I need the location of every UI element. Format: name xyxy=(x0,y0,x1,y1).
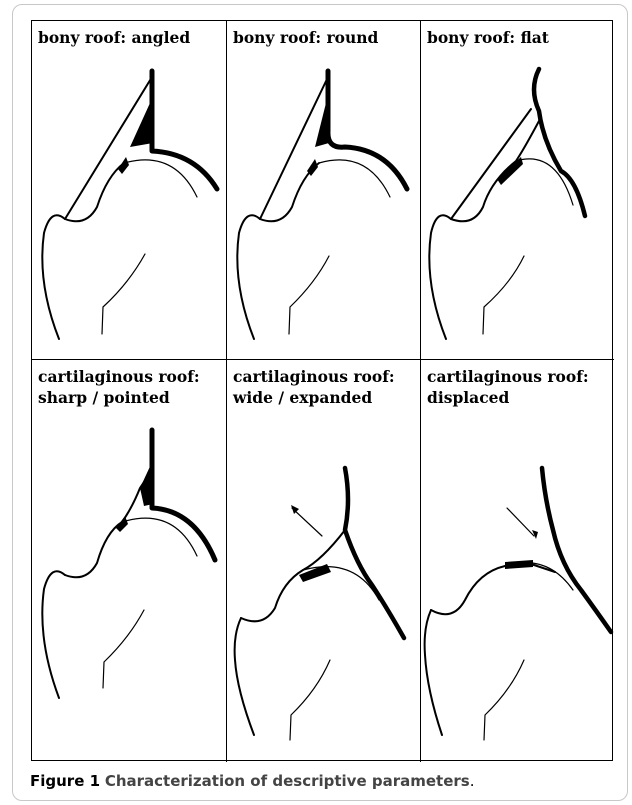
figure-number: Figure 1 xyxy=(30,772,100,790)
figure-caption: Figure 1 Characterization of descriptive… xyxy=(30,772,474,790)
panel-label: cartilaginous roof: sharp / pointed xyxy=(38,366,200,408)
panel-label: bony roof: angled xyxy=(38,27,190,48)
hip-joint-wide-drawing xyxy=(227,360,421,762)
panel-label: cartilaginous roof: displaced xyxy=(427,366,589,408)
panel-label: cartilaginous roof: wide / expanded xyxy=(233,366,395,408)
panel-label: bony roof: round xyxy=(233,27,378,48)
figure-caption-text: Characterization of descriptive paramete… xyxy=(105,772,470,790)
panel-label: bony roof: flat xyxy=(427,27,549,48)
hip-joint-round-drawing xyxy=(227,21,421,360)
caption-period: . xyxy=(470,772,475,790)
panel-cartilaginous-roof-displaced: cartilaginous roof: displaced xyxy=(421,360,614,762)
hip-joint-displaced-drawing xyxy=(421,360,614,762)
panel-bony-roof-flat: bony roof: flat xyxy=(421,21,614,360)
panel-cartilaginous-roof-sharp: cartilaginous roof: sharp / pointed xyxy=(32,360,227,762)
hip-joint-sharp-drawing xyxy=(32,360,227,762)
panel-bony-roof-angled: bony roof: angled xyxy=(32,21,227,360)
hip-joint-flat-drawing xyxy=(421,21,614,360)
hip-joint-angled-drawing xyxy=(32,21,227,360)
panel-bony-roof-round: bony roof: round xyxy=(227,21,421,360)
figure-panel-grid: bony roof: angled bony roof: round xyxy=(31,20,613,761)
panel-cartilaginous-roof-wide: cartilaginous roof: wide / expanded xyxy=(227,360,421,762)
